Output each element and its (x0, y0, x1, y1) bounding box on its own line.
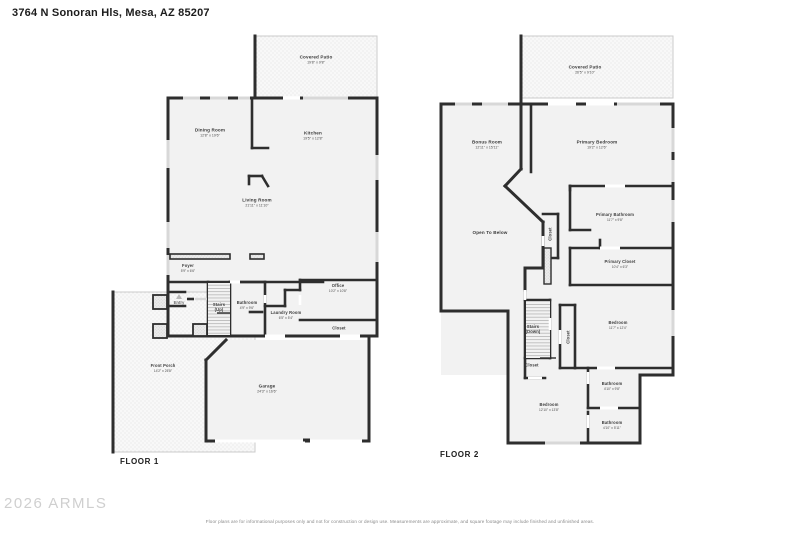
floor1-garage-fill (206, 336, 369, 441)
watermark: 2026 ARMLS (4, 495, 108, 512)
floor-2-label: FLOOR 2 (440, 450, 479, 459)
floor-1-label: FLOOR 1 (120, 457, 159, 466)
floor2-stairs-treads (526, 301, 556, 359)
floor2-open-to-below-fill (441, 186, 543, 311)
floor1-openings (166, 96, 379, 443)
floor2-openings (455, 102, 675, 445)
floor1-office-fill (300, 280, 377, 336)
footer-disclaimer: Floor plans are for informational purpos… (205, 519, 595, 524)
floor1-stairs-treads (208, 283, 230, 335)
floor1-covered-patio-region (254, 35, 378, 99)
floor2-covered-patio-region (520, 35, 674, 99)
floor1-closet-hatches (152, 294, 208, 339)
floor2-closet-hatch (543, 247, 552, 285)
page-title: 3764 N Sonoran Hls, Mesa, AZ 85207 (12, 7, 210, 19)
